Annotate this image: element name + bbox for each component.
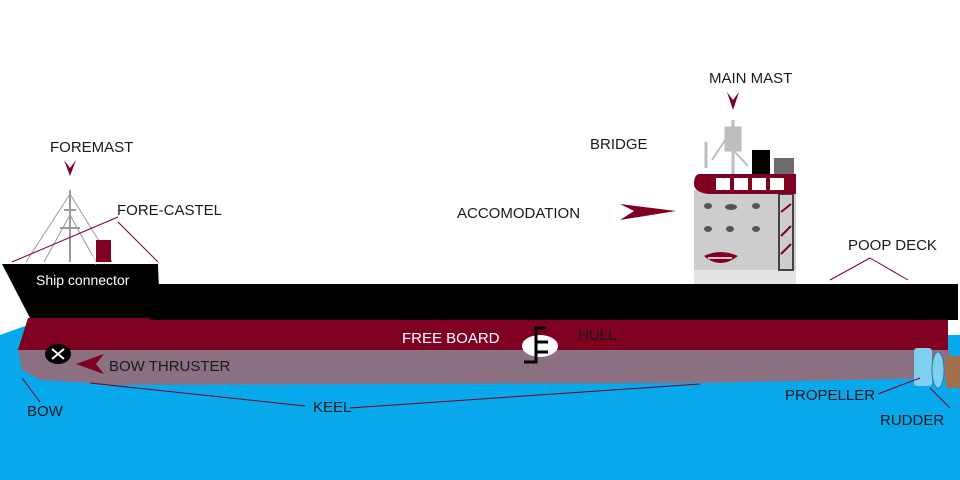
foremast-arrow: [64, 160, 76, 176]
leader-lines: [11, 216, 951, 409]
bridge-windows: [716, 178, 784, 190]
exhaust-stack: [774, 158, 794, 174]
forecastle-funnel: [96, 240, 111, 262]
propeller-blade: [931, 351, 945, 389]
lower-hull: [18, 350, 950, 385]
label-propeller: PROPELLER: [785, 387, 876, 404]
accomodation-arrow: [620, 204, 676, 220]
hull-marker-icon: [524, 326, 548, 364]
funnel: [752, 150, 770, 174]
label-accomodation: ACCOMODATION: [457, 205, 581, 222]
label-ship-connector: Ship connector: [36, 272, 130, 288]
label-fore-castel: FORE-CASTEL: [117, 202, 223, 219]
main-mast: [704, 120, 749, 174]
freeboard-band: [18, 318, 948, 350]
label-poop-deck: POOP DECK: [848, 237, 937, 254]
label-keel: KEEL: [313, 399, 352, 416]
propeller-hub: [914, 348, 932, 386]
label-foremast: FOREMAST: [50, 139, 134, 156]
rudder: [946, 356, 960, 388]
label-bow: BOW: [27, 403, 63, 420]
main-deck: [150, 284, 958, 320]
label-bridge: BRIDGE: [590, 136, 648, 153]
hull-marker-oval: [522, 335, 558, 357]
bow-thruster-arrow: [76, 354, 104, 374]
ship-connector-icon: [87, 255, 97, 265]
main-mast-arrow: [727, 92, 739, 110]
label-free-board: FREE BOARD: [402, 330, 500, 347]
foremast: [25, 190, 113, 263]
accommodation-windows: [704, 203, 760, 232]
forecastle-block: [2, 264, 160, 318]
label-bow-thruster: BOW THRUSTER: [109, 358, 231, 375]
label-hull: HULL: [578, 327, 617, 344]
accommodation-base: [694, 270, 796, 284]
label-rudder: RUDDER: [880, 412, 945, 429]
label-main-mast: MAIN MAST: [709, 70, 793, 87]
